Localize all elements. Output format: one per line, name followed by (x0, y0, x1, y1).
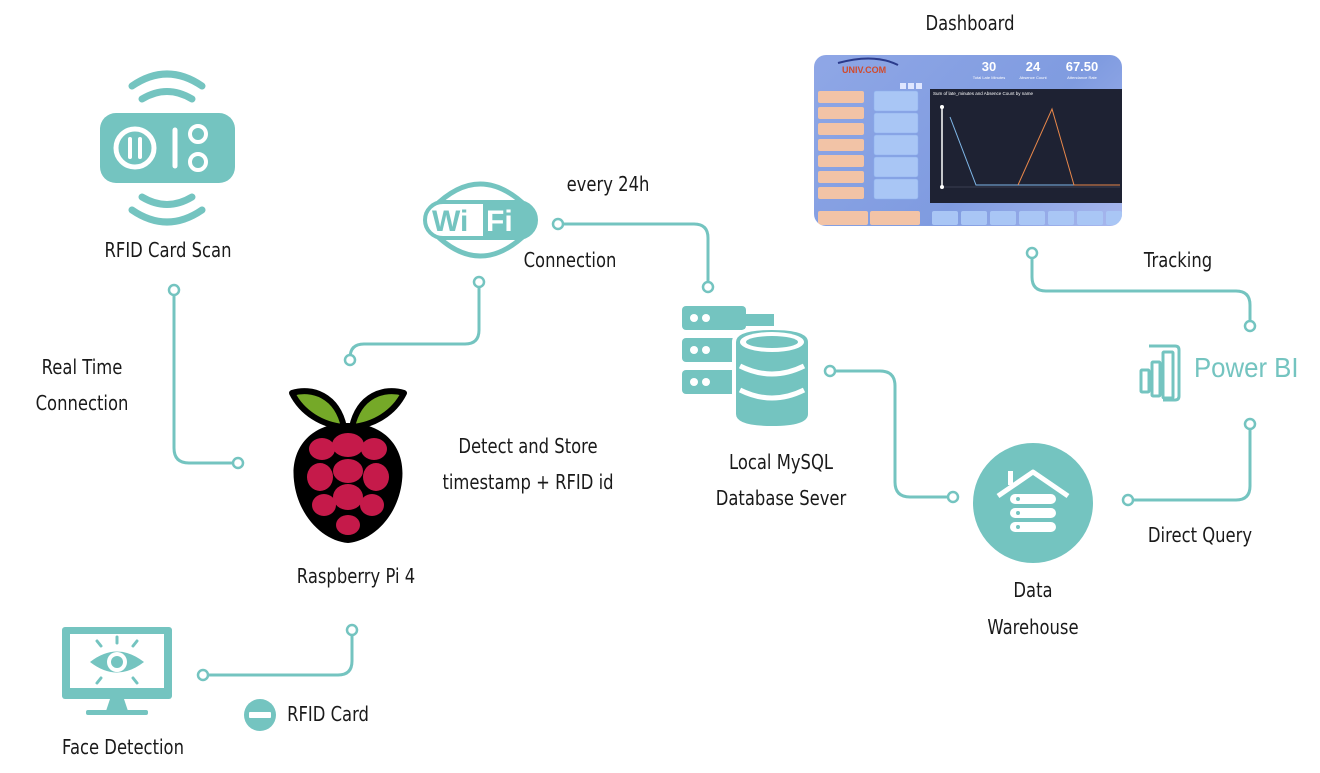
data-warehouse-label-line1: Data (1013, 578, 1053, 602)
svg-text:Fi: Fi (486, 205, 513, 238)
face-detection-label: Face Detection (62, 735, 184, 759)
raspberry-pi-label: Raspberry Pi 4 (296, 564, 416, 588)
tracking-label: Tracking (1143, 248, 1213, 272)
detect-store-label-line2: timestamp + RFID id (442, 470, 614, 494)
line-pi-to-wifi (348, 280, 481, 362)
detect-store-label-line1: Detect and Store (458, 434, 598, 458)
line-wifi-to-db (556, 222, 710, 289)
line-dw-to-powerbi (1126, 422, 1252, 502)
data-warehouse-label-line2: Warehouse (987, 615, 1079, 639)
every-24h-label: every 24h (566, 172, 650, 196)
dashboard-title: Dashboard (925, 11, 1015, 35)
svg-text:Wi: Wi (432, 205, 468, 238)
database-server-icon (682, 306, 812, 430)
face-detection-monitor-icon (62, 627, 172, 715)
raspberry-pi-icon (289, 388, 407, 543)
kpi-absence: 24 Absence Count (1019, 59, 1047, 80)
kpi-attendance: 67.50 Attendance Rate (1065, 59, 1099, 80)
rfid-card-scan-label: RFID Card Scan (104, 238, 232, 262)
rfid-reader-icon (100, 70, 235, 226)
connection-label: Connection (523, 248, 617, 272)
rfid-card-icon (244, 699, 276, 731)
line-powerbi-to-dashboard (1030, 251, 1252, 328)
kpi-total-late: 30 Total Late Minutes (972, 59, 1006, 80)
mysql-label-line2: Database Sever (715, 486, 847, 510)
data-warehouse-icon (973, 443, 1093, 563)
line-rfid-to-pi (172, 288, 240, 465)
line-db-to-dw (828, 369, 955, 499)
rfid-card-label: RFID Card (287, 702, 369, 726)
svg-text:UNIV.COM: UNIV.COM (842, 65, 886, 75)
mysql-label-line1: Local MySQL (728, 450, 834, 474)
dashboard-screenshot: UNIV.COM (814, 55, 1122, 226)
wifi-icon: Wi Fi (423, 181, 538, 259)
dashboard-chart-title: Sum of late_minutes and Absence Count by… (933, 91, 1034, 96)
line-face-to-pi (201, 628, 354, 677)
real-time-label-line1: Real Time (41, 355, 123, 379)
direct-query-label: Direct Query (1147, 523, 1253, 547)
power-bi-label: Power BI (1194, 352, 1299, 383)
real-time-label-line2: Connection (35, 391, 129, 415)
power-bi-icon (1139, 344, 1181, 402)
